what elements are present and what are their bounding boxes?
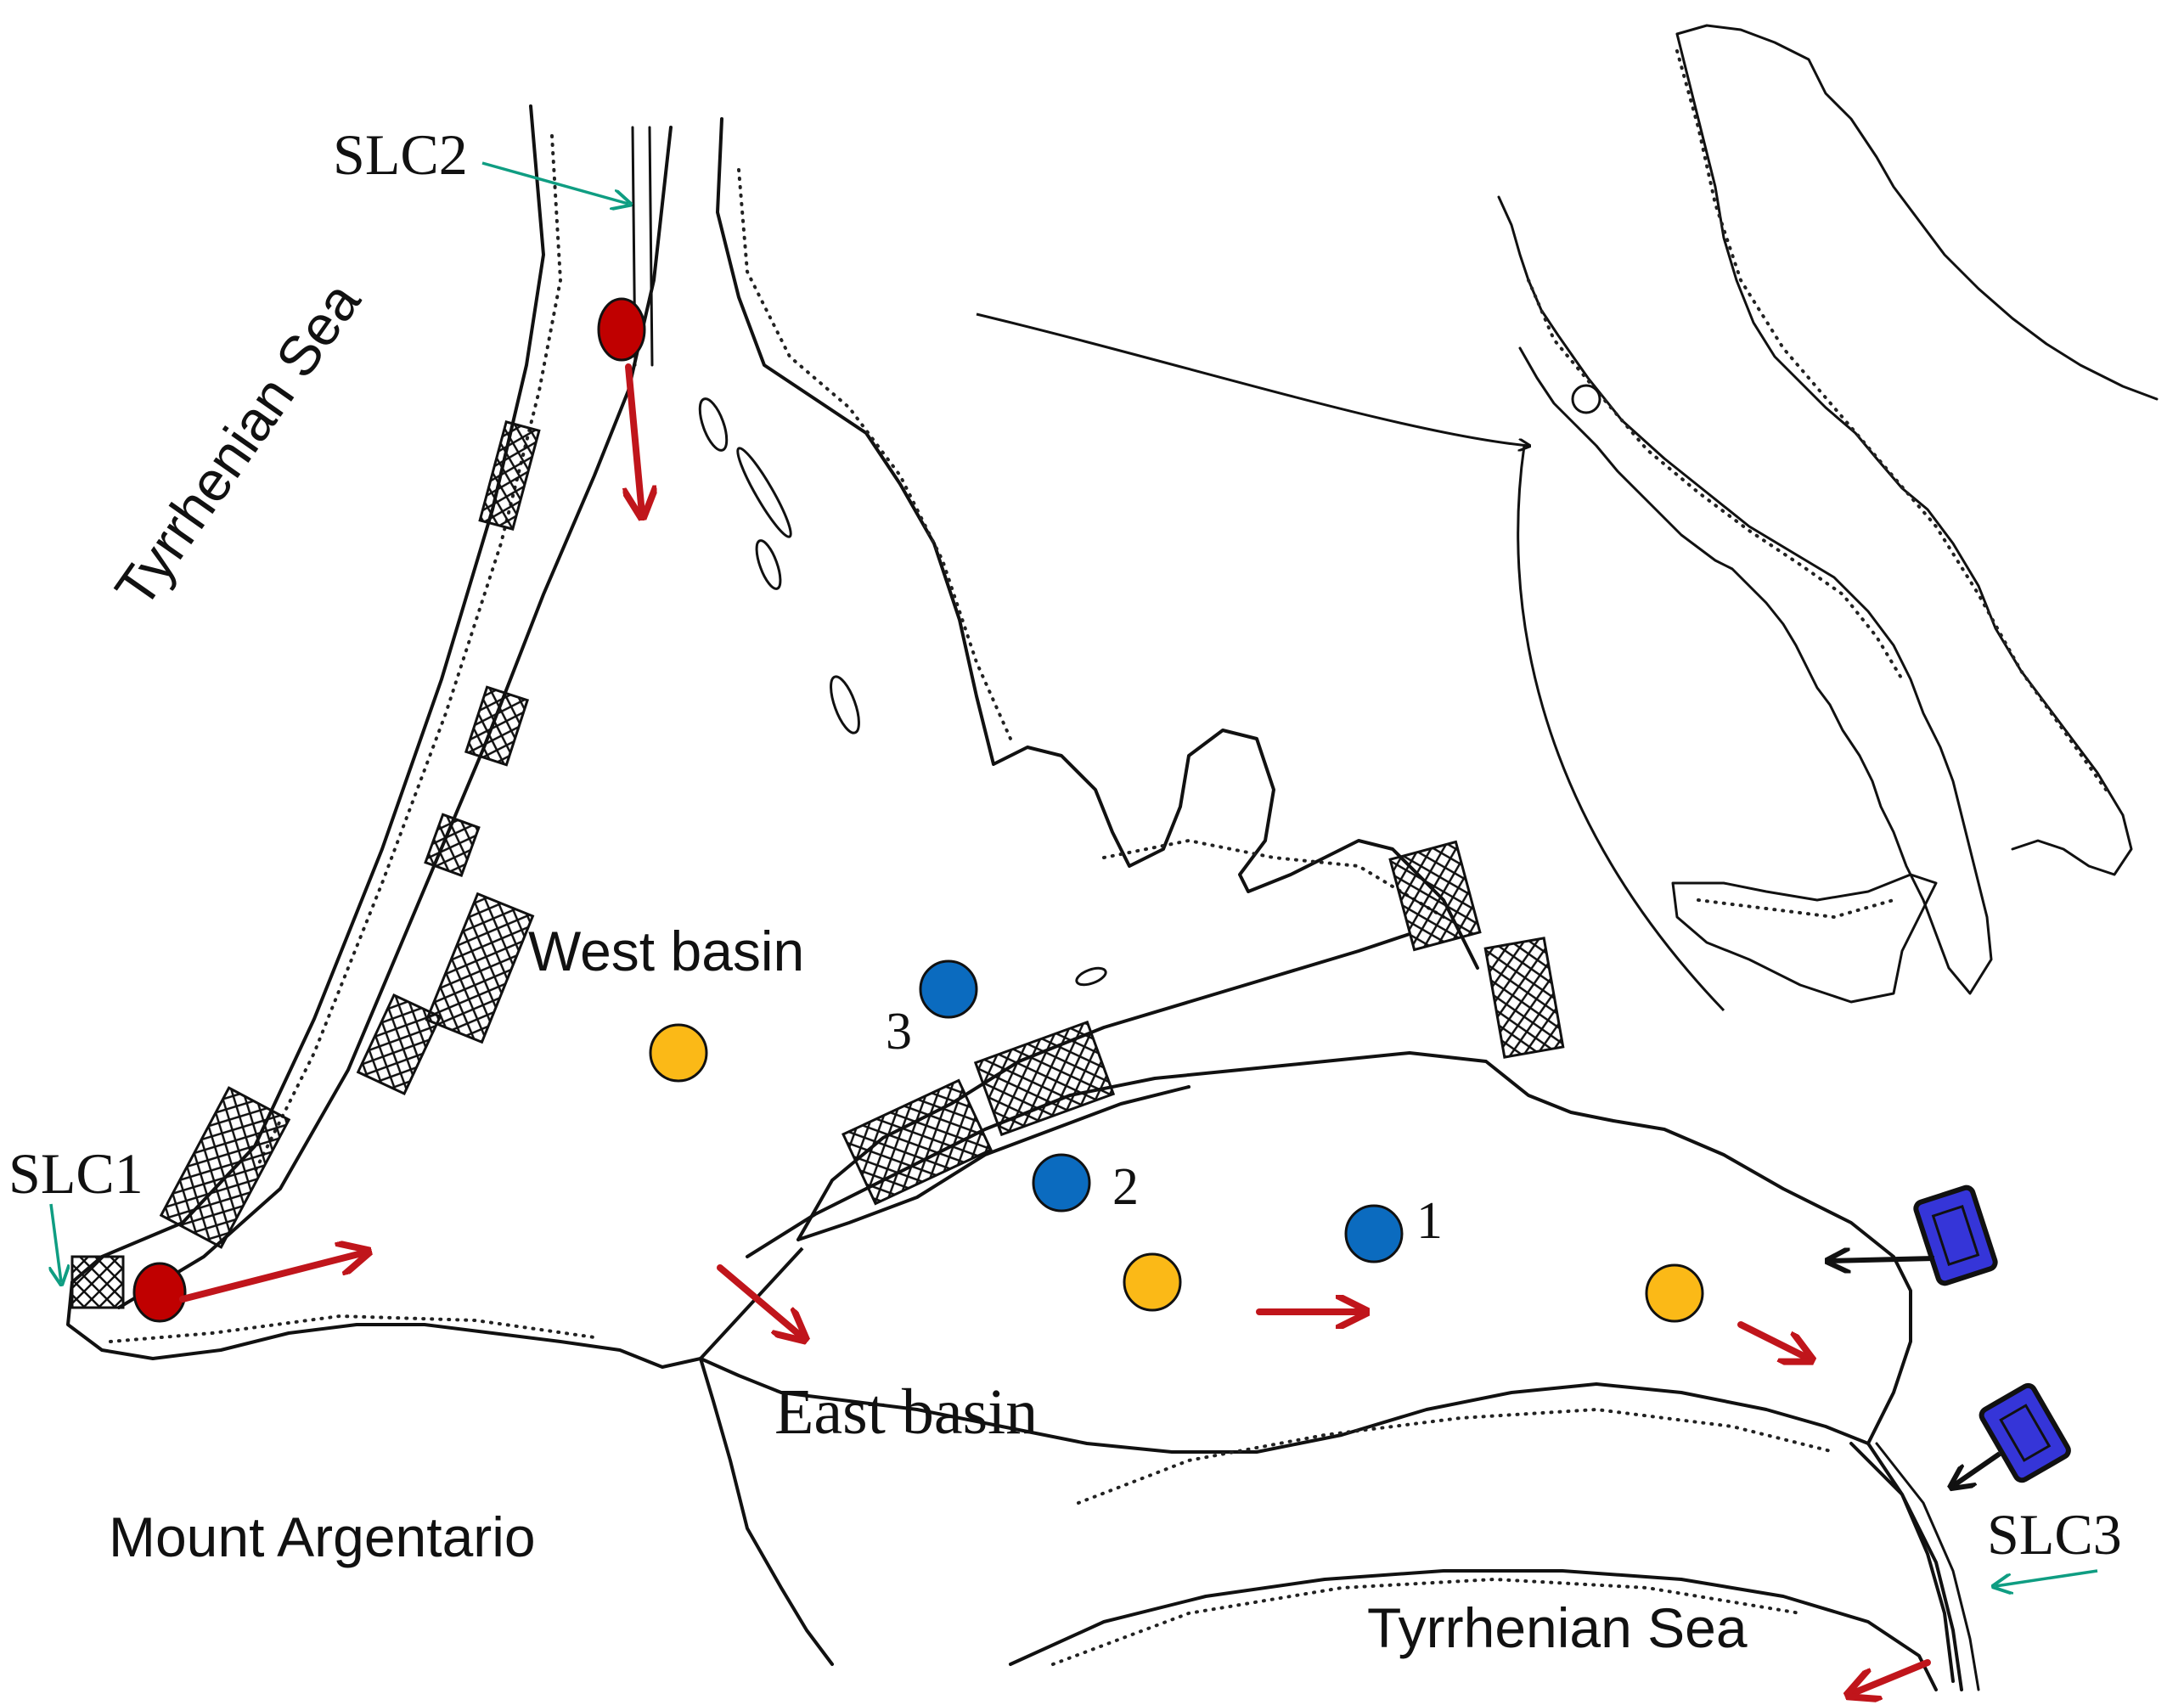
italy-coastline — [1497, 195, 1993, 995]
inlet-marker-slc1 — [132, 1262, 187, 1323]
label-east-basin: East basin — [774, 1376, 1038, 1448]
lagoon-coastline — [66, 104, 1980, 1691]
pump-device-south — [1953, 1382, 2071, 1486]
label-tyrrhenian-sea-south: Tyrrhenian Sea — [1367, 1596, 1748, 1659]
pump-device-east — [1830, 1184, 1998, 1286]
flow-arrows — [179, 363, 1931, 1694]
site-location-marker — [1571, 384, 1601, 414]
italy-inset — [976, 24, 2159, 1012]
station-1-label: 1 — [1416, 1192, 1443, 1250]
flow-arrow — [628, 363, 642, 514]
label-mount-argentario: Mount Argentario — [109, 1505, 536, 1568]
inset-pointer-line — [976, 312, 1528, 446]
label-west-basin: West basin — [528, 920, 804, 982]
islets — [698, 397, 1107, 987]
flow-arrow — [1851, 1659, 1931, 1694]
argentario-coast — [66, 1280, 702, 1369]
sampling-site-yellow — [1123, 1252, 1182, 1312]
station-2-label: 2 — [1112, 1158, 1139, 1216]
station-3-marker — [919, 959, 978, 1019]
sampling-site-yellow — [649, 1023, 708, 1083]
slc2-callout-arrow — [481, 161, 628, 204]
inlet-marker-slc2 — [597, 297, 646, 362]
slc3-callout-arrow — [1995, 1569, 2098, 1586]
label-slc1: SLC1 — [8, 1141, 144, 1206]
causeway-line — [699, 1246, 804, 1360]
label-slc3: SLC3 — [1987, 1502, 2122, 1567]
sicily-outline — [1671, 873, 1938, 1004]
adriatic-coast — [1675, 24, 2159, 401]
inset-pointer-curve — [1517, 445, 1725, 1012]
station-1-marker — [1344, 1204, 1404, 1263]
slc1-callout-arrow — [51, 1203, 61, 1282]
hatched-areas — [70, 420, 1565, 1309]
sampling-site-yellow — [1645, 1263, 1704, 1323]
flow-arrow — [717, 1264, 802, 1337]
mainland-coast — [716, 117, 1479, 970]
flow-arrow — [179, 1252, 365, 1303]
label-slc2: SLC2 — [333, 122, 468, 187]
station-3-label: 3 — [886, 1003, 912, 1061]
label-tyrrhenian-sea-north: Tyrrhenian Sea — [103, 271, 373, 618]
flow-arrow — [1737, 1321, 1809, 1359]
north-tombolo — [70, 104, 545, 1284]
station-2-marker — [1032, 1153, 1091, 1213]
